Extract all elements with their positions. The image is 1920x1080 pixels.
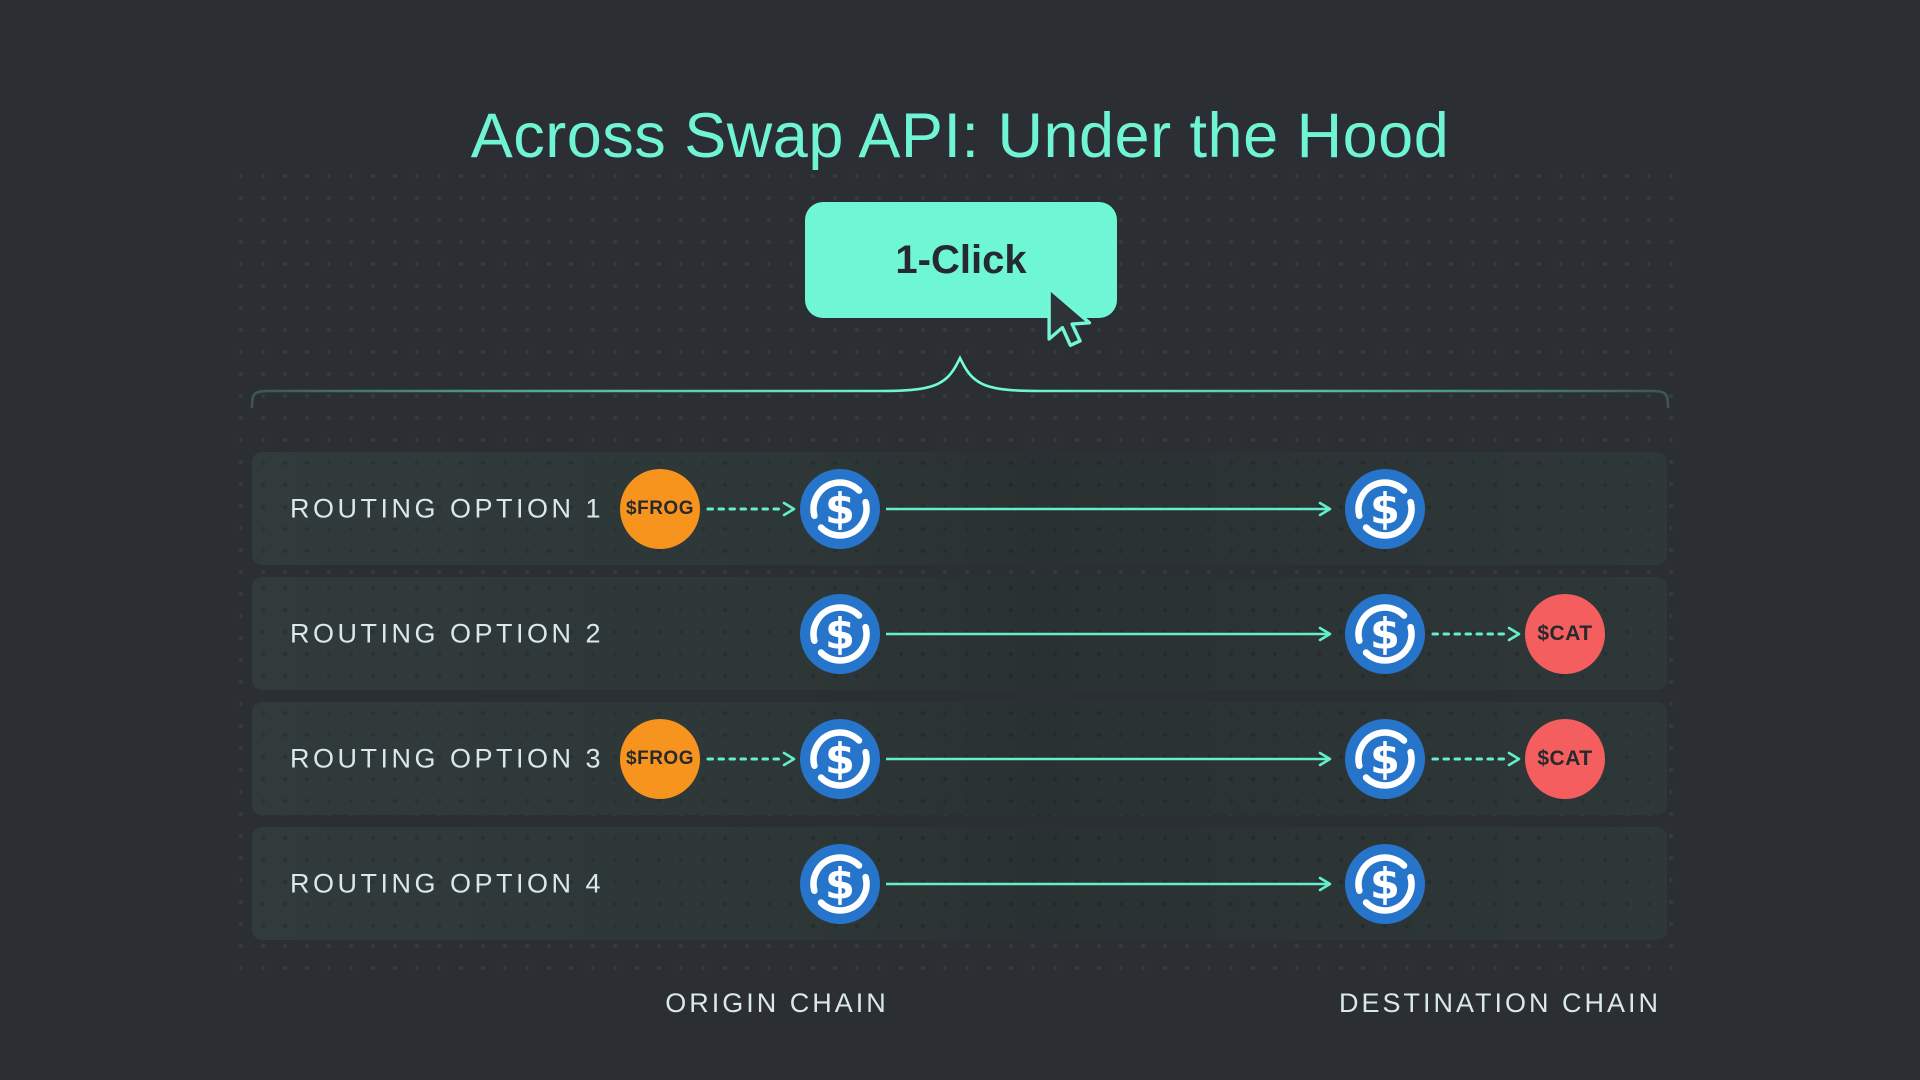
destination-chain-label: DESTINATION CHAIN <box>1338 988 1662 1018</box>
routing-option-4-row: ROUTING OPTION 4 $ $ <box>252 827 1667 940</box>
cat-token-badge: $CAT <box>1525 718 1605 799</box>
usdc-coin-icon: $ <box>1345 594 1425 674</box>
usdc-coin-icon: $ <box>800 594 880 674</box>
bridge-solid-arrow <box>886 876 1332 891</box>
svg-text:$: $ <box>1370 734 1400 784</box>
svg-text:$: $ <box>1370 609 1400 659</box>
page-title: Across Swap API: Under the Hood <box>470 101 1450 172</box>
svg-text:$: $ <box>825 484 855 534</box>
routing-option-1-row: ROUTING OPTION 1 $FROG $ $ <box>252 452 1667 565</box>
swap-dotted-arrow <box>1431 751 1521 766</box>
svg-text:$: $ <box>1370 859 1400 909</box>
one-click-button-label: 1-Click <box>895 237 1027 282</box>
cursor-arrow-icon <box>1038 284 1096 355</box>
bridge-solid-arrow <box>886 751 1332 766</box>
bridge-solid-arrow <box>886 501 1332 516</box>
frog-token-badge: $FROG <box>620 718 700 799</box>
bridge-solid-arrow <box>886 626 1332 641</box>
svg-text:$: $ <box>825 734 855 784</box>
brace-connector <box>240 353 1680 418</box>
usdc-coin-icon: $ <box>800 469 880 549</box>
usdc-coin-icon: $ <box>800 844 880 924</box>
routing-option-3-row: ROUTING OPTION 3 $FROG $ $ $CAT <box>252 702 1667 815</box>
one-click-button[interactable]: 1-Click <box>805 202 1117 318</box>
swap-dotted-arrow <box>706 751 796 766</box>
routing-option-4-label: ROUTING OPTION 4 <box>290 868 605 898</box>
svg-text:$: $ <box>1370 484 1400 534</box>
cat-token-badge: $CAT <box>1525 593 1605 674</box>
usdc-coin-icon: $ <box>800 719 880 799</box>
frog-token-badge: $FROG <box>620 468 700 549</box>
routing-option-2-row: ROUTING OPTION 2 $ $ $CAT <box>252 577 1667 690</box>
routing-option-3-label: ROUTING OPTION 3 <box>290 743 605 773</box>
svg-text:$: $ <box>825 859 855 909</box>
frog-token-label: $FROG <box>626 747 694 769</box>
frog-token-label: $FROG <box>626 497 694 519</box>
cat-token-label: $CAT <box>1537 746 1593 770</box>
cat-token-label: $CAT <box>1537 621 1593 645</box>
origin-chain-label: ORIGIN CHAIN <box>665 988 889 1018</box>
routing-option-2-label: ROUTING OPTION 2 <box>290 618 605 648</box>
usdc-coin-icon: $ <box>1345 719 1425 799</box>
usdc-coin-icon: $ <box>1345 844 1425 924</box>
swap-dotted-arrow <box>706 501 796 516</box>
swap-dotted-arrow <box>1431 626 1521 641</box>
svg-text:$: $ <box>825 609 855 659</box>
usdc-coin-icon: $ <box>1345 469 1425 549</box>
routing-option-1-label: ROUTING OPTION 1 <box>290 493 605 523</box>
